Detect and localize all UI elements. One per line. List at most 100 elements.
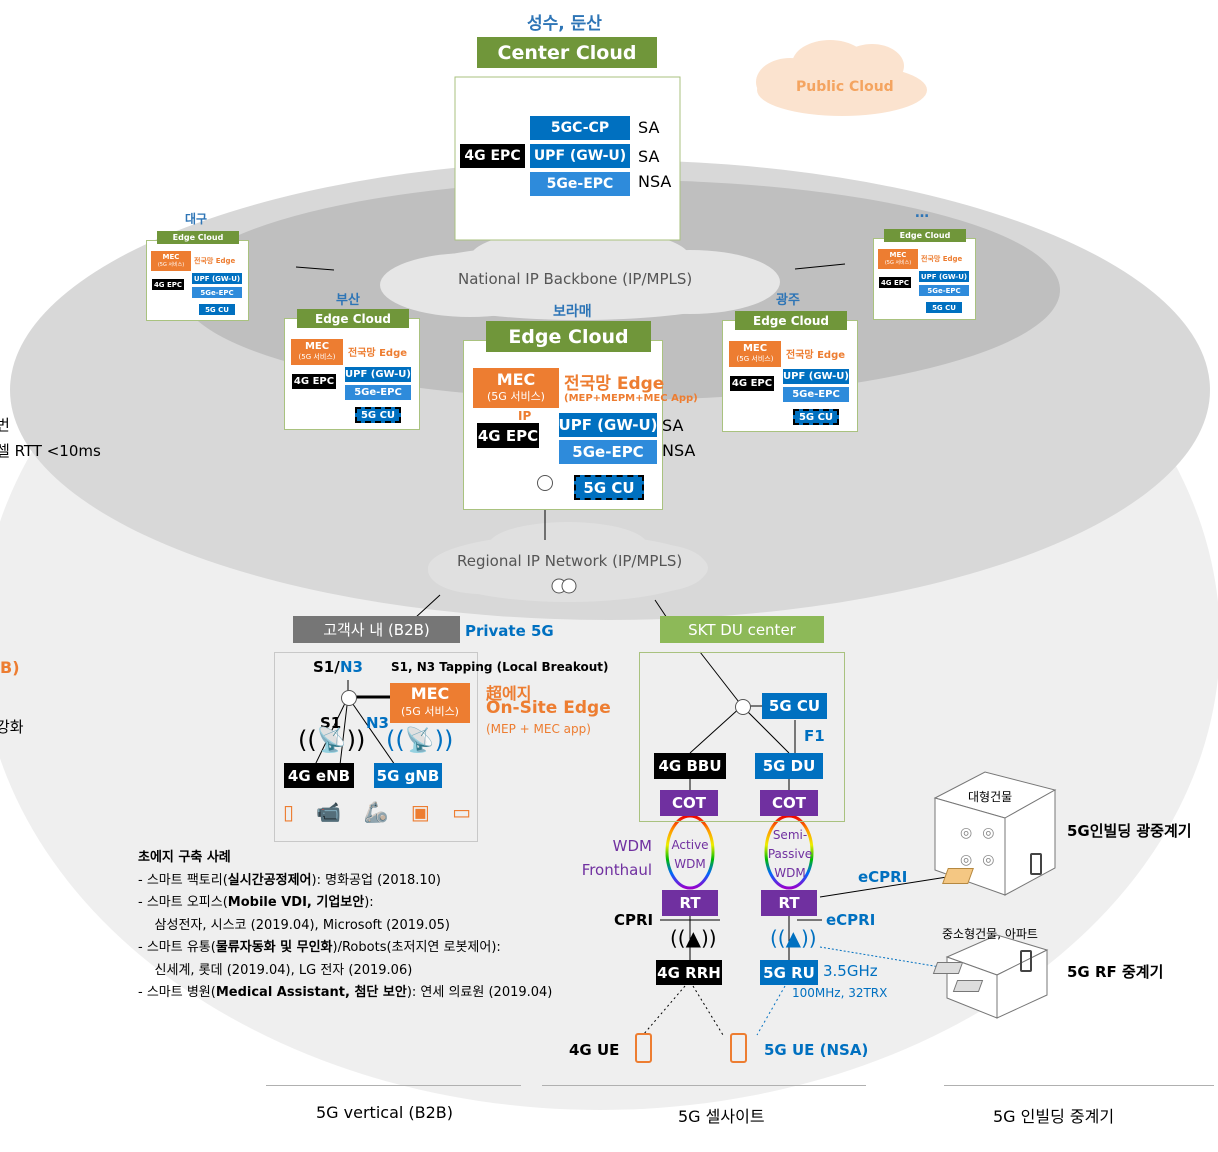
case-post: )/Robots(초저지연 로봇제어): <box>332 940 501 955</box>
boramae-sa: SA <box>662 416 684 435</box>
edge-upf: UPF (GW-U) <box>559 413 657 437</box>
edge-4g-epc: 4G EPC <box>292 374 336 389</box>
cot-right: COT <box>760 790 818 816</box>
edge-site-boramae: 보라매 <box>553 304 592 320</box>
edge-5g-cu: 5G CU <box>574 475 644 500</box>
center-site-label: 성수, 둔산 <box>527 14 602 34</box>
b2b-s1: S1 <box>320 714 342 732</box>
s1n3-s1: S1/ <box>313 658 340 676</box>
case-pre: 삼성전자, 시스코 (2019.04), Microsoft (2019.05) <box>138 917 451 933</box>
regional-cloud <box>428 522 708 602</box>
edge-5g-cu: 5G CU <box>199 304 235 315</box>
ecpri-ru-label: eCPRI <box>826 911 876 929</box>
rf-repeater-box-icon <box>932 962 964 974</box>
case-item: - 스마트 병원(Medical Assistant, 첨단 보안): 연세 의… <box>138 982 552 1005</box>
device-icons: ▯ 📹 🦾 ▣ ▭ <box>283 800 480 824</box>
rt-right: RT <box>761 890 817 916</box>
footer-cell: 5G 셀사이트 <box>678 1107 765 1126</box>
enb-box: 4G eNB <box>284 763 354 788</box>
case-item: - 스마트 유통(물류자동화 및 무인화)/Robots(초저지연 로봇제어): <box>138 937 552 960</box>
edge-4g-epc: 4G EPC <box>879 277 911 288</box>
center-5gc-cp: 5GC-CP <box>530 116 630 140</box>
ue-5g-label: 5G UE (NSA) <box>764 1041 869 1059</box>
cases-heading: 초에지 구축 사례 <box>138 850 231 865</box>
onsite-edge-label: On-Site Edge <box>486 698 611 718</box>
case-bold: Mobile VDI, 기업보안 <box>227 895 365 910</box>
edge-title: Edge Cloud <box>486 321 651 352</box>
tapping-label: S1, N3 Tapping (Local Breakout) <box>391 660 609 674</box>
private-5g-label: Private 5G <box>465 622 554 640</box>
mec-label: MEC <box>889 251 907 259</box>
left-fragment-3: B) <box>0 658 20 677</box>
edge-5g-cu: 5G CU <box>355 407 401 423</box>
du-5g: 5G DU <box>755 753 823 779</box>
b2b-router-icon <box>341 690 357 706</box>
edge-mec: MEC(5G 서비스) <box>473 368 559 408</box>
enb-antenna-icon: ((📡)) <box>298 726 366 754</box>
edge-4g-epc: 4G EPC <box>152 279 184 290</box>
rf-repeater-box-icon-2 <box>952 980 984 992</box>
center-4g-epc: 4G EPC <box>460 144 525 168</box>
edge-cloud-busan: Edge Cloud MEC(5G 서비스) 전국망 Edge 4G EPC U… <box>284 309 420 430</box>
center-nsa: NSA <box>638 172 672 191</box>
mec-sub: (5G 서비스) <box>736 355 774 363</box>
edge-site-more: … <box>915 205 929 221</box>
mec-label: MEC <box>162 253 180 261</box>
mec-label: MEC <box>496 370 536 389</box>
gnb-box: 5G gNB <box>374 763 442 788</box>
large-building-icon <box>933 771 1057 896</box>
du-center-header: SKT DU center <box>660 616 824 643</box>
edge-site-gwangju: 광주 <box>776 293 800 308</box>
boramae-nsa: NSA <box>662 441 696 460</box>
national-edge-label: 전국망 Edge <box>564 374 665 394</box>
large-building-antennas: ◎◎ <box>960 825 1005 841</box>
ue-5g-phone-icon <box>730 1033 747 1063</box>
case-bold: Medical Assistant, 첨단 보안 <box>215 985 407 1000</box>
edge-upf: UPF (GW-U) <box>345 367 411 382</box>
case-item: - 스마트 팩토리(실시간공정제어): 명화공업 (2018.10) <box>138 870 552 893</box>
backbone-label: National IP Backbone (IP/MPLS) <box>458 270 693 288</box>
edge-5ge-epc: 5Ge-EPC <box>783 387 849 402</box>
regional-label: Regional IP Network (IP/MPLS) <box>457 552 683 570</box>
mec-label: MEC <box>410 684 450 703</box>
case-post: ): <box>364 895 374 910</box>
small-building-phone-icon <box>1020 950 1032 972</box>
edge-5g-cu: 5G CU <box>926 302 962 313</box>
edge-title: Edge Cloud <box>157 231 239 244</box>
case-pre: - 스마트 유통( <box>138 940 216 955</box>
ip-label: IP <box>518 409 532 423</box>
b2b-header: 고객사 내 (B2B) <box>293 616 460 643</box>
mec-sub: (5G 서비스) <box>157 262 185 268</box>
case-item: 신세계, 롯데 (2019.04), LG 전자 (2019.06) <box>138 960 552 983</box>
mec-sub: (5G 서비스) <box>401 705 459 718</box>
footer-divider-3 <box>944 1085 1214 1086</box>
onsite-edge-sub: (MEP + MEC app) <box>486 722 591 736</box>
edge-site-busan: 부산 <box>336 293 360 308</box>
edge-cloud-gwangju: Edge Cloud MEC(5G 서비스) 전국망 Edge 4G EPC U… <box>722 311 858 432</box>
edge-4g-epc: 4G EPC <box>730 376 774 391</box>
ghz-label: 3.5GHz <box>823 962 878 980</box>
edge-title: Edge Cloud <box>735 311 847 330</box>
edge-mec: MEC(5G 서비스) <box>291 339 343 365</box>
semi-passive-wdm-label: Semi-Passive WDM <box>767 828 813 880</box>
s1n3-n3: N3 <box>340 658 363 676</box>
mec-sub: (5G 서비스) <box>884 260 912 266</box>
edge-mec: MEC(5G 서비스) <box>729 341 781 367</box>
rrh-antenna-icon: ((▲)) <box>670 926 717 950</box>
edge-cloud-boramae: Edge Cloud MEC(5G 서비스) 전국망 Edge (MEP+MEP… <box>463 321 698 510</box>
large-building-phone-icon <box>1030 853 1042 875</box>
cpri-label: CPRI <box>614 911 654 929</box>
case-post: ): 연세 의료원 (2019.04) <box>406 985 553 1000</box>
b2b-mec: MEC (5G 서비스) <box>390 683 470 723</box>
edge-cloud-daegu: Edge Cloud MEC(5G 서비스) 전국망 Edge 4G EPC U… <box>146 231 249 321</box>
mec-label: MEC <box>742 343 768 354</box>
edge-upf: UPF (GW-U) <box>783 369 849 384</box>
du-router-icon <box>735 699 751 715</box>
edge-cloud-more: Edge Cloud MEC(5G 서비스) 전국망 Edge 4G EPC U… <box>873 229 976 320</box>
public-cloud-label: Public Cloud <box>796 79 894 95</box>
national-edge-label: 전국망 Edge <box>348 348 408 359</box>
edge-5ge-epc: 5Ge-EPC <box>345 385 411 400</box>
super-edge-label: 超에지 <box>486 684 532 703</box>
center-sa-2: SA <box>638 147 660 166</box>
mec-sub: (5G 서비스) <box>487 390 545 403</box>
